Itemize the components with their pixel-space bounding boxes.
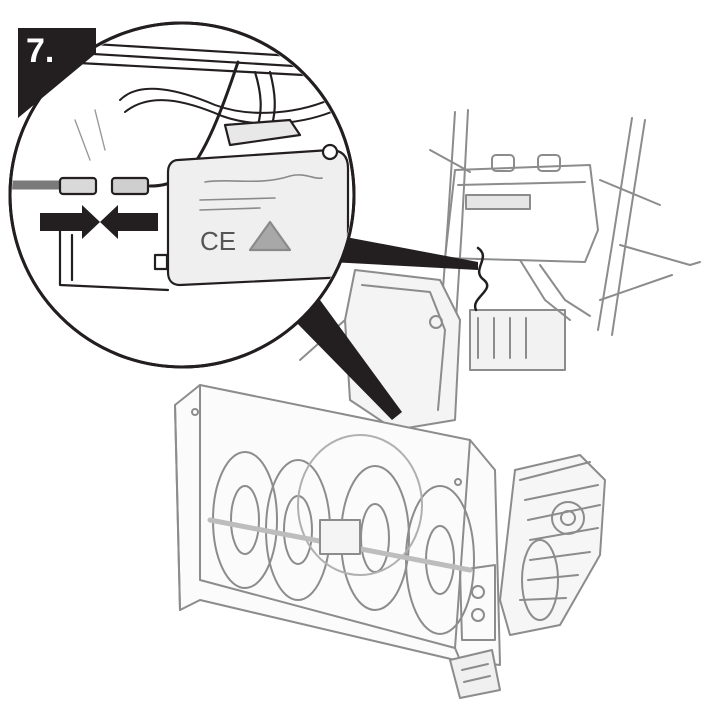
skid-shoe xyxy=(449,649,501,699)
handle-bars xyxy=(429,109,701,336)
arrow-right-icon xyxy=(40,205,100,239)
right-plug xyxy=(110,176,150,196)
control-panel xyxy=(444,154,599,263)
callout-leaders xyxy=(292,235,478,420)
ce-mark: CE xyxy=(200,226,236,256)
track-drive xyxy=(499,454,606,636)
step-number: 7. xyxy=(26,32,55,70)
connect-arrows xyxy=(40,205,158,239)
auger-blades xyxy=(207,434,475,635)
left-plug xyxy=(58,176,98,196)
harness-wire xyxy=(473,246,489,312)
detail-zoom-circle: CE xyxy=(8,21,356,369)
arrow-left-icon xyxy=(100,205,158,239)
